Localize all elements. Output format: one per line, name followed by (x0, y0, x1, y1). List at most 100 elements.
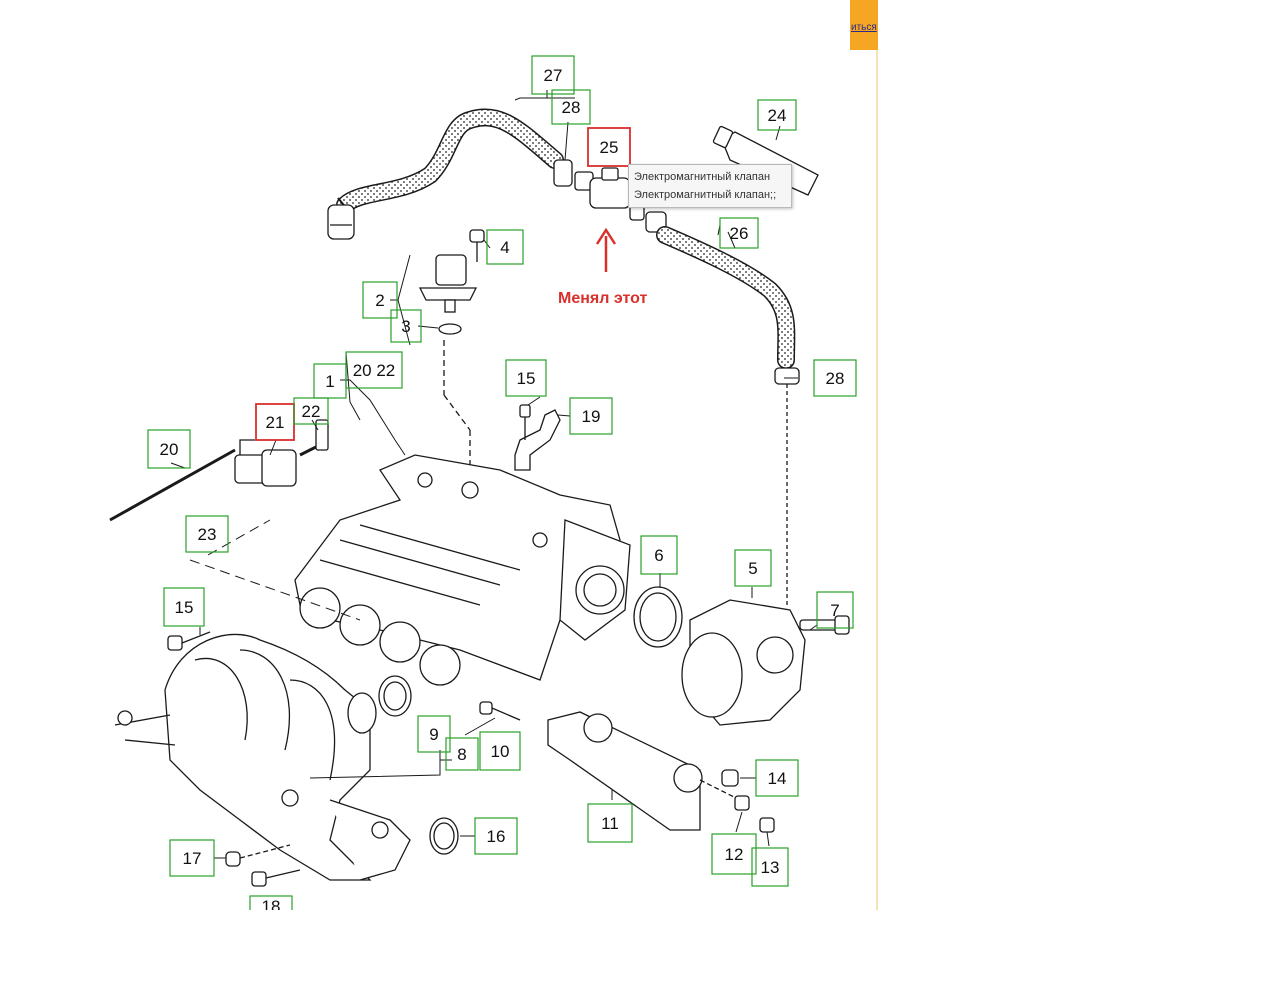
part-drawings (109, 90, 850, 887)
callout-number: 3 (401, 317, 410, 336)
callout-26: 26 (719, 217, 759, 249)
valve-21-assembly (109, 419, 329, 522)
intake-manifold-upper (294, 454, 631, 686)
callout-number: 11 (601, 814, 619, 833)
callout-25: 25 (587, 127, 631, 167)
callout-4: 4 (486, 229, 524, 265)
callout-16: 16 (474, 817, 518, 855)
callout-number: 9 (429, 725, 438, 744)
pressure-sensor-2 (418, 229, 485, 480)
callout-box (147, 429, 191, 469)
callout-box (362, 281, 398, 319)
vacuum-hose-26 (656, 226, 800, 605)
callout-9: 9 (417, 715, 451, 753)
callout-box (757, 99, 797, 131)
callout-number: 17 (183, 849, 202, 868)
callout-number: 5 (748, 559, 757, 578)
callout-number: 26 (730, 224, 749, 243)
callout-20: 20 (147, 429, 191, 469)
callout-box (719, 217, 759, 249)
callout-number: 24 (768, 106, 787, 125)
callout-21: 21 (255, 403, 295, 441)
callout-number: 20 (160, 440, 179, 459)
callout-14: 14 (755, 759, 799, 797)
callout-number: 8 (457, 745, 466, 764)
callout-number: 28 (826, 369, 845, 388)
callout-number: 1 (325, 372, 334, 391)
callout-box (345, 351, 403, 389)
intake-manifold-diagram: 27 28 25 24 4 26 23 1 20 22 28 15 19 21 22 20 23 6 5 7 15 98… (109, 55, 857, 910)
gasket-9 (378, 675, 412, 717)
callout-box (163, 587, 205, 627)
callout-box (531, 55, 575, 95)
tooltip-line-2: Электромагнитный клапан;; (634, 189, 777, 201)
callout-27: 27 (531, 55, 575, 95)
callout-box (293, 397, 329, 425)
callout-box (755, 759, 799, 797)
callout-number: 23 (198, 525, 217, 544)
page-divider (876, 0, 878, 910)
callout-11: 11 (587, 803, 633, 843)
callout-box (587, 803, 633, 843)
callout-number: 16 (487, 827, 506, 846)
callout-box (640, 535, 678, 575)
callout-box (569, 397, 613, 435)
callout-number: 28 (562, 98, 581, 117)
callout-13: 13 (751, 847, 789, 887)
gasket-6 (633, 586, 683, 648)
callout-number: 15 (517, 369, 536, 388)
throttle-body-5 (681, 599, 850, 726)
callout-box (505, 359, 547, 397)
red-arrow-icon (595, 227, 617, 272)
callout-box (169, 839, 215, 877)
callout-3: 3 (390, 309, 422, 343)
callout-box (445, 737, 479, 771)
header-tab-label[interactable]: иться (851, 22, 877, 33)
tooltip: Электромагнитный клапан Электромагнитный… (628, 164, 792, 208)
callout-22: 22 (293, 397, 329, 425)
callout-1: 1 (313, 363, 347, 399)
vacuum-hose-27 (327, 108, 564, 240)
callout-box (249, 895, 293, 910)
intake-manifold-lower (114, 633, 411, 881)
callout-8: 8 (445, 737, 479, 771)
callout-box (587, 127, 631, 167)
callout-number: 10 (491, 742, 510, 761)
sealant-tube-24 (712, 125, 819, 196)
header-tab[interactable]: иться (850, 0, 878, 50)
callout-15b: 15 (163, 587, 205, 627)
callout-box (417, 715, 451, 753)
callout-box (813, 359, 857, 397)
callout-number: 6 (654, 546, 663, 565)
callout-number: 21 (266, 413, 285, 432)
callout-number: 4 (500, 238, 509, 257)
callout-box (551, 89, 591, 125)
callout-box (816, 591, 854, 629)
callout-number: 19 (582, 407, 601, 426)
callout-number: 13 (761, 858, 780, 877)
callout-20-22: 20 22 (345, 351, 403, 389)
callout-28b: 28 (813, 359, 857, 397)
callout-15a: 15 (505, 359, 547, 397)
callout-box (751, 847, 789, 887)
callout-box (486, 229, 524, 265)
callout-number: 18 (262, 897, 281, 910)
callout-number: 20 22 (353, 361, 396, 380)
callout-18: 18 (249, 895, 293, 910)
callout-number: 2 (375, 291, 384, 310)
callout-number: 25 (600, 138, 619, 157)
rail-11 (547, 711, 741, 831)
callout-12: 12 (711, 833, 757, 875)
callout-24: 24 (757, 99, 797, 131)
callout-10: 10 (479, 731, 521, 771)
callout-7: 7 (816, 591, 854, 629)
callout-6: 6 (640, 535, 678, 575)
callout-19: 19 (569, 397, 613, 435)
callout-number: 27 (544, 66, 563, 85)
callout-box (185, 515, 229, 553)
annotation-note: Менял этот (558, 290, 648, 307)
callout-number: 7 (830, 601, 839, 620)
callout-labels: 27 28 25 24 4 26 23 1 20 22 28 15 19 21 22 20 23 6 5 7 15 98… (147, 55, 857, 910)
callout-5: 5 (734, 549, 772, 587)
